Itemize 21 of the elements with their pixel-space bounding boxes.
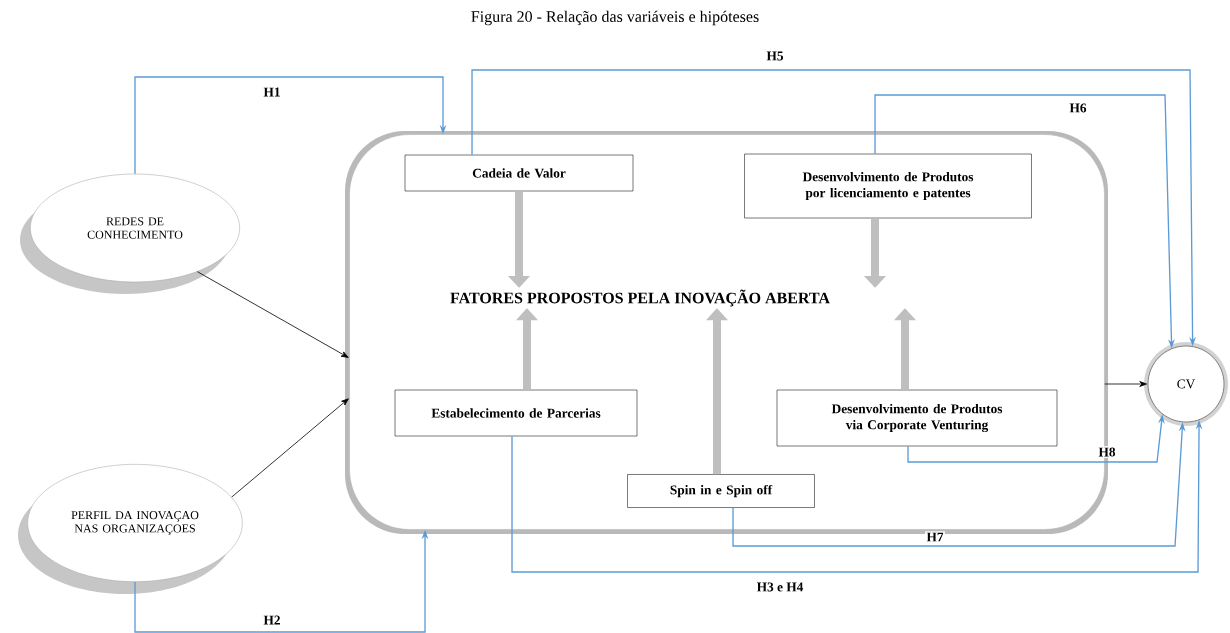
connector-arrow	[134, 76, 447, 175]
process-box: Spin in e Spin off	[627, 474, 815, 508]
edge-label: H2	[262, 614, 282, 626]
edge-label: H8	[1097, 446, 1117, 458]
connector-arrow	[196, 271, 349, 358]
ellipse-node: REDES DE CONHECIMENTO	[20, 173, 240, 294]
connector-arrow	[231, 398, 349, 498]
panel-heading: FATORES PROPOSTOS PELA INOVAÇÃO ABERTA	[450, 289, 830, 307]
connector-arrow	[1104, 381, 1147, 387]
process-box: Cadeia de Valor	[404, 154, 634, 192]
circle-node: CV	[1144, 342, 1228, 426]
edge-label: H3 e H4	[755, 581, 805, 593]
figure-title: Figura 20 - Relação das variáveis e hipóteses	[471, 10, 759, 26]
ellipse-node: PERFIL DA INOVAÇAO NAS ORGANIZAÇOES	[18, 464, 243, 594]
process-box: Desenvolvimento de Produtos via Corporate Venturing	[776, 389, 1058, 447]
edge-label: H7	[925, 531, 945, 543]
process-box: Estabelecimento de Parcerias	[394, 389, 638, 437]
edge-label: H1	[262, 86, 282, 98]
edge-label: H5	[765, 50, 785, 62]
edge-label: H6	[1068, 102, 1088, 114]
process-box: Desenvolvimento de Produtos por licenciamento e patentes	[744, 153, 1032, 219]
